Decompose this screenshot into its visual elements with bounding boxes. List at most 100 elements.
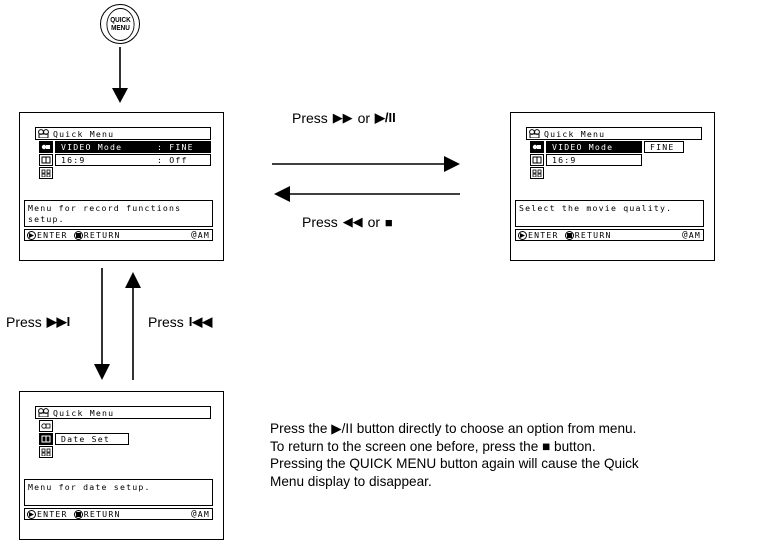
play-pause-icon: ▶/II [374, 110, 396, 125]
setup-icon [39, 167, 53, 179]
note-line-4: Menu display to disappear. [270, 473, 432, 489]
screen-main-message: Menu for record functions setup. [24, 200, 213, 227]
screen-main: Quick Menu VIDEO Mode : FINE 16:9 : Off … [19, 112, 224, 261]
menu-item-video-mode[interactable]: VIDEO Mode [546, 141, 642, 153]
stop-icon [73, 230, 83, 240]
note-line-3: Pressing the QUICK MENU button again wil… [270, 456, 639, 471]
rewind-icon: ◀◀ [342, 214, 363, 229]
mode-indicator: @AM [191, 230, 210, 240]
menu-item-16-9[interactable]: 16:9 : Off [55, 154, 211, 166]
date-settings-icon [39, 433, 53, 445]
play-icon [27, 230, 36, 240]
screen-bottom-message-text: Menu for date setup. [28, 482, 151, 492]
quick-menu-label-line1: QUICK [109, 15, 131, 24]
screen-bottom-title-bar: Quick Menu [35, 406, 211, 419]
screen-bottom-icon-column [39, 420, 53, 459]
mode-label: AM [197, 230, 210, 240]
screen-bottom: Quick Menu Date Set Menu for date setup.… [19, 391, 224, 540]
screen-bottom-message: Menu for date setup. [24, 479, 213, 506]
stop-icon: ■ [384, 214, 393, 230]
return-label: RETURN [83, 509, 121, 519]
enter-control: ENTER RETURN [27, 230, 121, 240]
label-press-next: Press ▶▶I [6, 314, 71, 330]
mode-label: AM [688, 230, 701, 240]
screen-right-controls: ENTER RETURN @AM [515, 229, 704, 241]
press-word: Press [302, 214, 338, 230]
enter-label: ENTER [37, 230, 68, 240]
option-fine-label: FINE [650, 142, 675, 152]
menu-item-video-mode[interactable]: VIDEO Mode : FINE [55, 141, 211, 153]
setup-icon [39, 446, 53, 458]
skip-next-icon: ▶▶I [46, 314, 71, 329]
play-icon [518, 230, 527, 240]
quick-menu-label-line2: MENU [110, 23, 130, 32]
play-icon [27, 509, 36, 519]
label-press-rew-or-stop: Press ◀◀ or ■ [302, 214, 394, 230]
wide-mode-label: 16:9 [61, 155, 86, 165]
or-word: or [367, 214, 381, 230]
screen-right: Quick Menu VIDEO Mode FINE 16:9 Select t… [510, 112, 715, 261]
mode-icon: @ [682, 230, 689, 240]
screen-main-title-bar: Quick Menu [35, 127, 211, 140]
enter-control: ENTER RETURN [27, 509, 121, 519]
wide-mode-value: : Off [157, 155, 188, 165]
note-line-1: Press the ▶/II button directly to choose… [270, 421, 637, 436]
setup-icon [530, 167, 544, 179]
screen-main-icon-column [39, 141, 53, 180]
mode-label: AM [197, 509, 210, 519]
camera-icon [38, 129, 51, 139]
arrow-bottom-to-main-head [125, 272, 141, 288]
press-word: Press [148, 314, 184, 330]
enter-control: ENTER RETURN [518, 230, 612, 240]
wide-mode-label: 16:9 [552, 155, 577, 165]
video-mode-label: VIDEO Mode [552, 142, 614, 152]
screen-right-message: Select the movie quality. [515, 200, 704, 227]
camera-icon [38, 408, 51, 418]
menu-item-16-9[interactable]: 16:9 [546, 154, 642, 166]
option-fine[interactable]: FINE [644, 141, 684, 153]
or-word: or [357, 110, 371, 126]
mode-indicator: @AM [191, 509, 210, 519]
record-mode-icon [530, 141, 544, 153]
mode-icon: @ [191, 509, 198, 519]
skip-previous-icon: I◀◀ [188, 314, 213, 329]
date-set-label: Date Set [61, 434, 111, 444]
screen-right-title: Quick Menu [544, 128, 606, 139]
screen-main-controls: ENTER RETURN @AM [24, 229, 213, 241]
video-mode-label: VIDEO Mode [61, 142, 123, 152]
screen-bottom-controls: ENTER RETURN @AM [24, 508, 213, 520]
press-word: Press [6, 314, 42, 330]
menu-item-date-set[interactable]: Date Set [55, 433, 129, 445]
screen-right-message-text: Select the movie quality. [519, 203, 673, 213]
stop-icon [73, 509, 83, 519]
arrow-main-to-right-head [444, 156, 460, 172]
return-label: RETURN [83, 230, 121, 240]
record-mode-icon [39, 141, 53, 153]
note-line-2: To return to the screen one before, pres… [270, 438, 596, 454]
video-mode-value: : FINE [157, 142, 194, 152]
screen-main-title: Quick Menu [53, 128, 115, 139]
screen-right-title-bar: Quick Menu [526, 127, 702, 140]
screen-main-message-line2: setup. [28, 214, 65, 224]
enter-label: ENTER [37, 509, 68, 519]
stop-icon [564, 230, 574, 240]
label-press-prev: Press I◀◀ [148, 314, 213, 330]
screen-bottom-title: Quick Menu [53, 407, 115, 418]
press-word: Press [292, 110, 328, 126]
mode-icon: @ [191, 230, 198, 240]
arrow-quickmenu-to-main-head [112, 88, 128, 103]
screen-main-message-line1: Menu for record functions [28, 203, 182, 213]
label-press-ff-or-play: Press ▶▶ or ▶/II [292, 110, 397, 126]
fast-forward-icon: ▶▶ [332, 110, 353, 125]
instruction-note: Press the ▶/II button directly to choose… [270, 420, 775, 490]
enter-label: ENTER [528, 230, 559, 240]
arrow-main-to-bottom-head [94, 364, 110, 380]
mode-indicator: @AM [682, 230, 701, 240]
camera-icon [529, 129, 542, 139]
arrow-right-to-main-head [274, 186, 290, 202]
return-label: RETURN [574, 230, 612, 240]
screen-right-icon-column [530, 141, 544, 180]
